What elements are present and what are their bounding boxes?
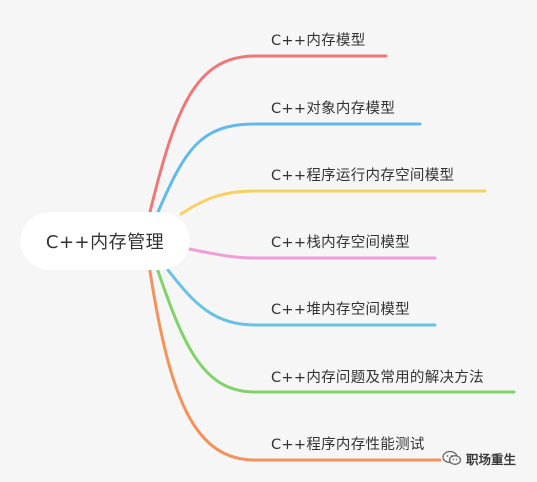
branch-label-2[interactable]: C++对象内存模型 [271,101,396,117]
connector-branch-2 [156,122,422,214]
branch-label-1[interactable]: C++内存模型 [271,33,366,49]
branch-label-3[interactable]: C++程序运行内存空间模型 [271,168,455,184]
branch-label-6[interactable]: C++内存问题及常用的解决方法 [271,370,484,386]
connector-branch-4 [187,247,437,260]
connector-branch-5 [166,268,437,327]
branch-label-5[interactable]: C++堆内存空间模型 [271,302,410,318]
branch-label-7[interactable]: C++程序内存性能测试 [271,437,425,453]
watermark-label: 职场重生 [466,451,517,467]
connector-branch-7 [148,269,442,462]
connector-branch-6 [156,269,516,394]
root-label: C++内存管理 [45,232,165,253]
branch-label-4[interactable]: C++栈内存空间模型 [271,235,410,251]
connector-branch-3 [179,189,487,216]
root-node[interactable]: C++内存管理 [20,212,190,270]
wechat-icon [442,450,462,465]
watermark: 职场重生 [442,447,516,469]
connector-branch-1 [148,54,388,214]
